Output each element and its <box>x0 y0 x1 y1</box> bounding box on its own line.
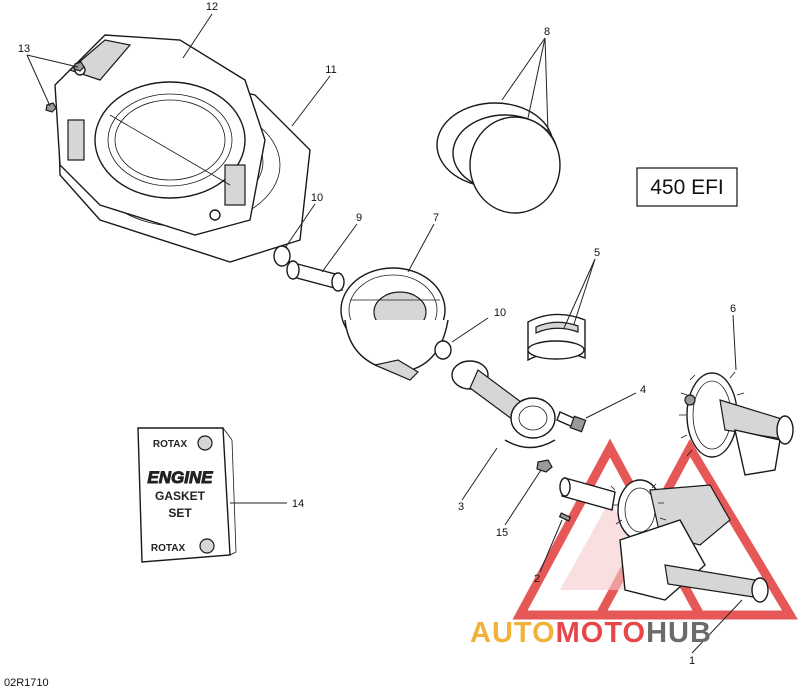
kit-brand-top: ROTAX <box>153 439 188 450</box>
callout-10-lower: 10 <box>494 307 506 319</box>
callout-12: 12 <box>206 1 218 13</box>
callout-14: 14 <box>292 498 304 510</box>
kit-line-3: SET <box>168 506 192 520</box>
leader-lines <box>26 13 743 654</box>
gasket-kit-part: ROTAX ENGINE GASKET SET ROTAX <box>137 427 237 563</box>
crankshaft-part <box>559 477 769 603</box>
callout-13: 13 <box>18 43 30 55</box>
kit-title: ENGINE <box>147 468 213 487</box>
watermark-moto: MOTO <box>556 617 646 649</box>
watermark-hub: HUB <box>646 617 712 649</box>
callout-7: 7 <box>433 212 439 224</box>
callout-6: 6 <box>730 303 736 315</box>
callout-4: 4 <box>640 384 646 396</box>
rod-bolt-part <box>556 411 587 433</box>
diagram-reference-code: 02R1710 <box>4 677 49 689</box>
piston-part <box>340 267 449 381</box>
callout-15: 15 <box>496 527 508 539</box>
bearing-shells-part <box>527 313 586 362</box>
balance-shaft-gear-part <box>679 371 794 476</box>
watermark-auto: AUTO <box>470 617 556 649</box>
callout-10-upper: 10 <box>311 192 323 204</box>
callout-2: 2 <box>534 573 540 585</box>
piston-rings-part <box>436 102 561 214</box>
model-label-box: 450 EFI <box>636 167 738 207</box>
kit-brand-bottom: ROTAX <box>151 543 186 554</box>
callout-5: 5 <box>594 247 600 259</box>
small-bolt-part <box>536 459 553 473</box>
circlip-upper-part <box>273 245 291 267</box>
circlip-lower-part <box>434 340 452 360</box>
callout-8: 8 <box>544 26 550 38</box>
svg-text:AUTOMOTOHUB: AUTOMOTOHUB <box>470 617 712 649</box>
callout-11: 11 <box>325 64 336 76</box>
callout-1: 1 <box>689 655 695 667</box>
model-label: 450 EFI <box>650 176 724 199</box>
piston-pin-part <box>286 260 345 292</box>
woodruff-key-part <box>558 512 572 522</box>
callout-numbers: 12 13 11 8 10 9 7 5 10 6 4 3 15 2 1 14 <box>18 1 736 667</box>
callout-3: 3 <box>458 501 464 513</box>
kit-line-2: GASKET <box>155 489 206 503</box>
connecting-rod-part <box>451 360 556 449</box>
watermark-text: AUTOMOTOHUB <box>470 617 712 649</box>
stud-nuts-part <box>45 61 85 113</box>
callout-9: 9 <box>356 212 362 224</box>
cylinder-part <box>54 34 266 236</box>
